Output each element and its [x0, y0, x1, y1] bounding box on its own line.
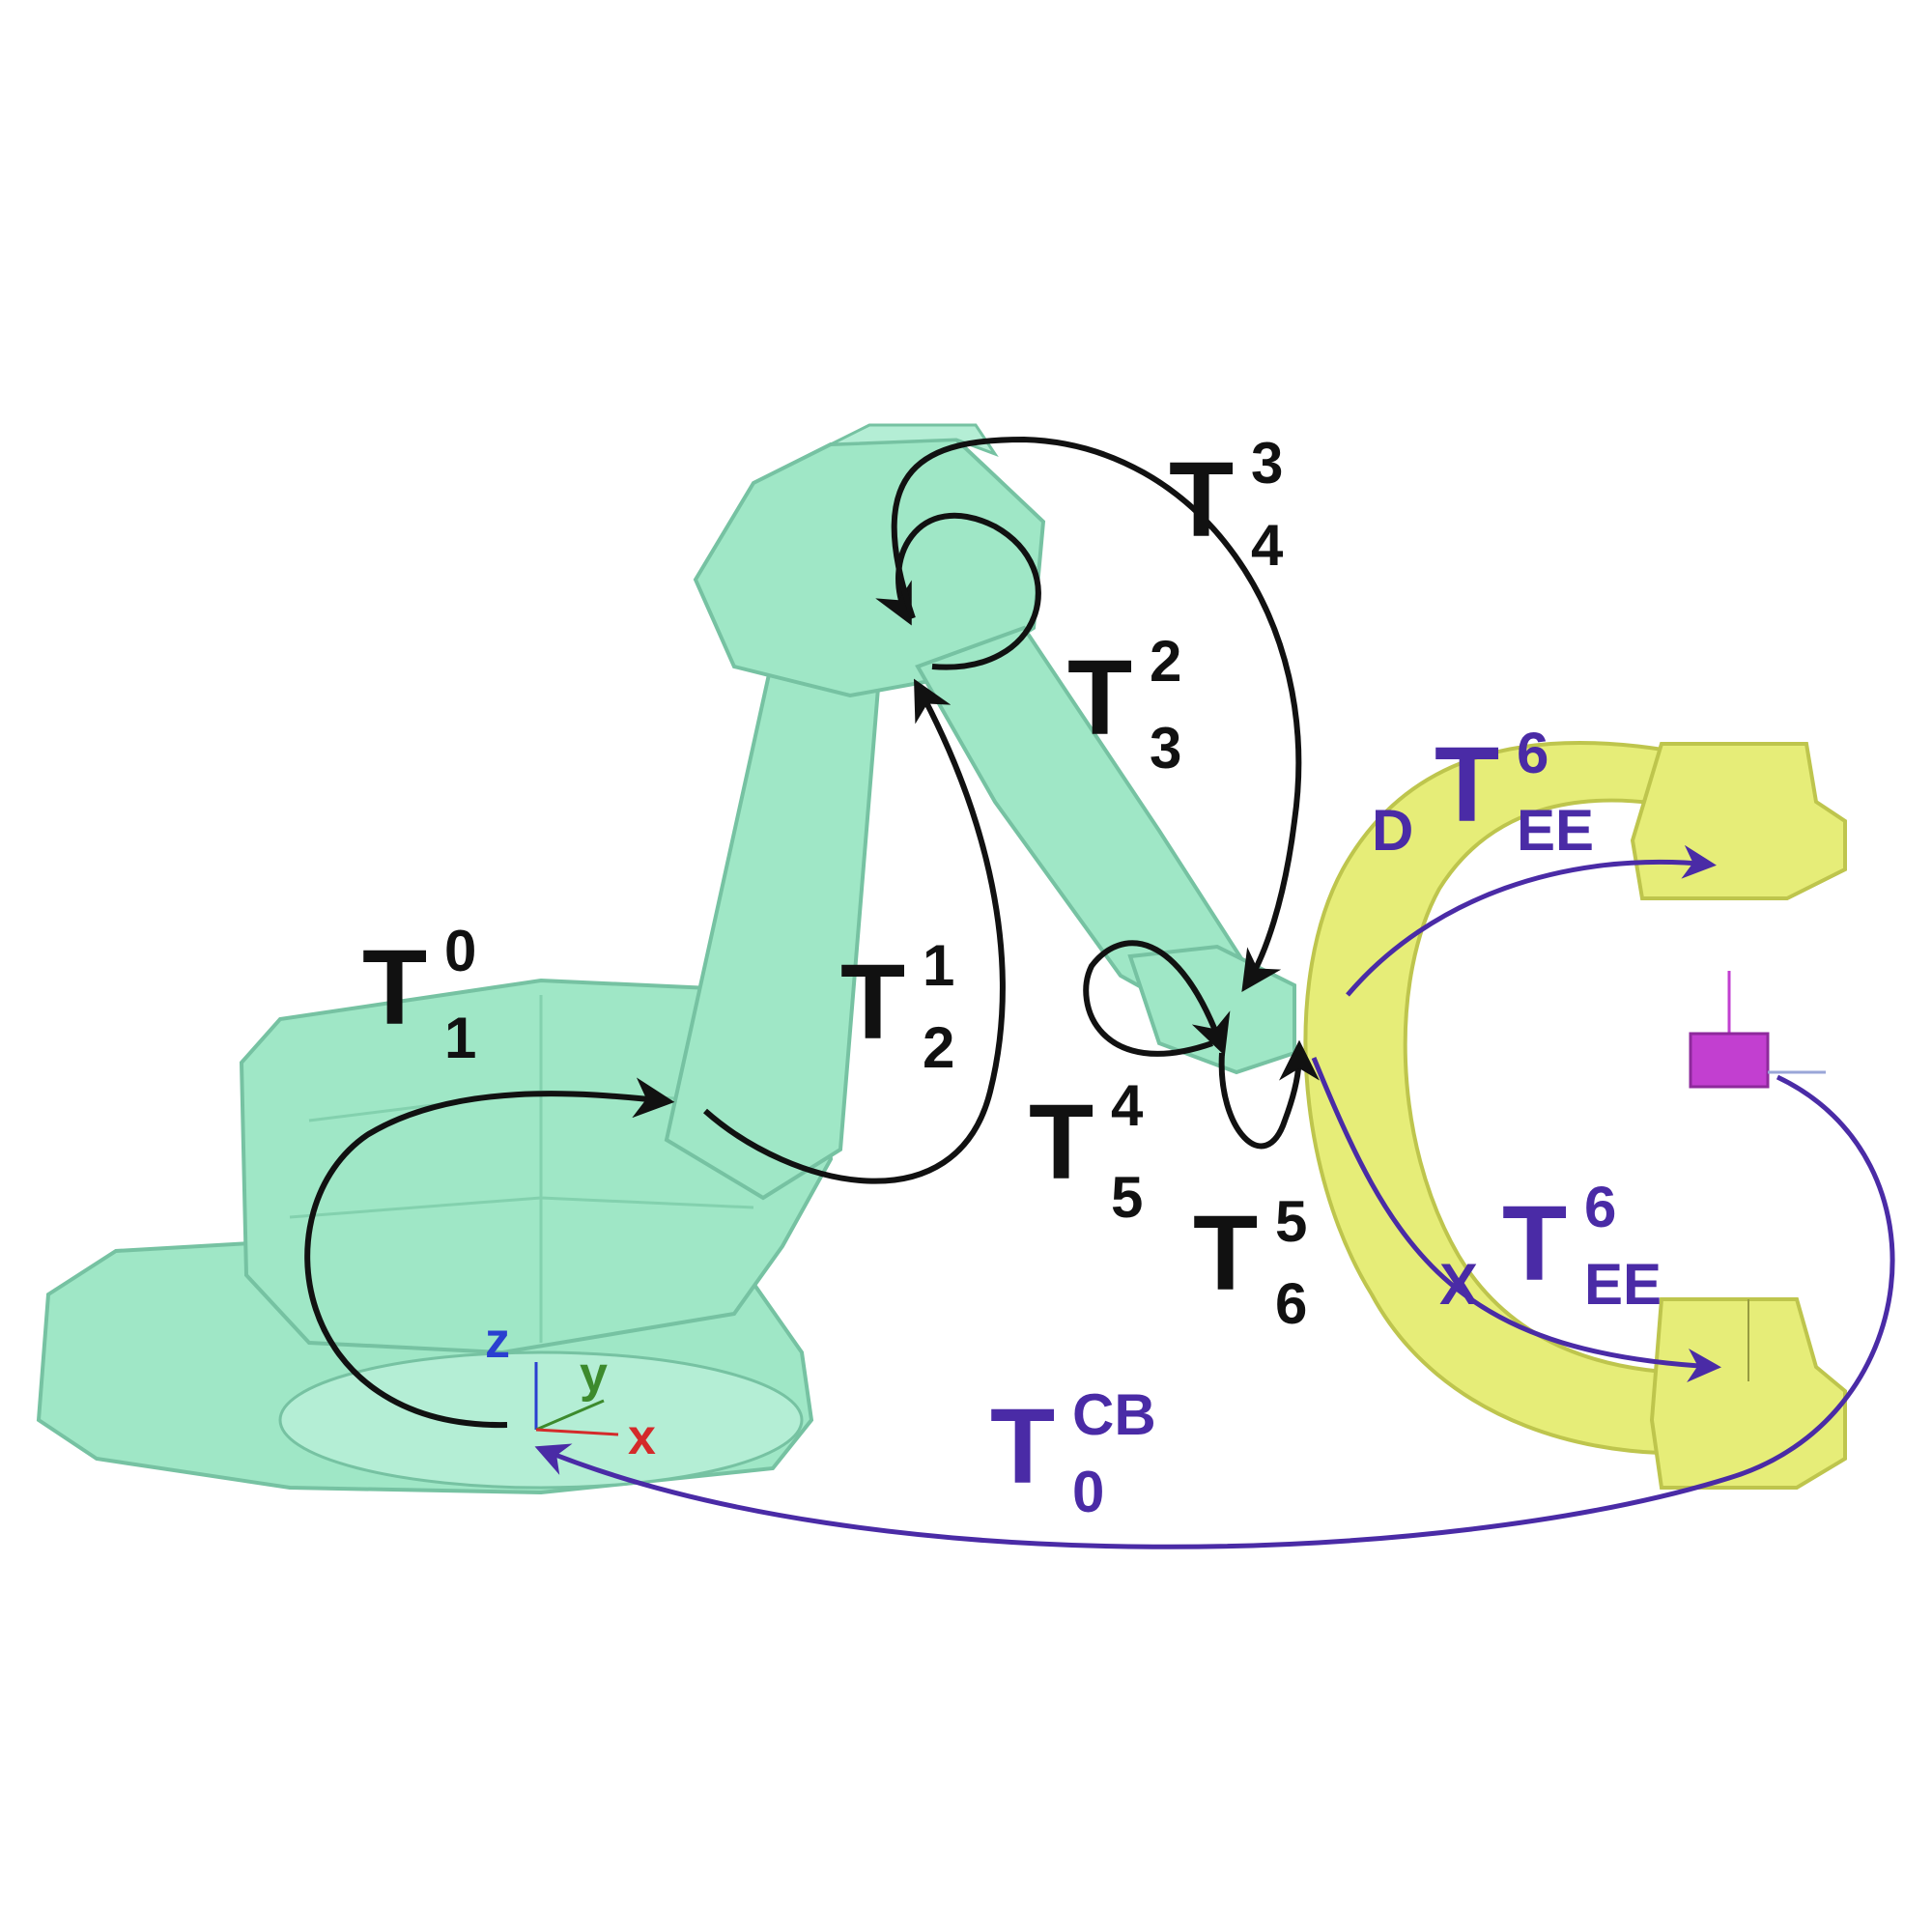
label-t56: T 5 6	[1193, 1189, 1307, 1336]
label-t6ee-detector: D T 6 EE	[1372, 721, 1594, 863]
t01-sup: 0	[444, 919, 476, 983]
base-frame-axes: z y x	[485, 1313, 656, 1465]
arrow-t45	[1083, 940, 1231, 1057]
phantom-marker	[1689, 971, 1826, 1089]
t0cb-sup: CB	[1072, 1382, 1156, 1447]
c-arm-detector	[1630, 742, 1847, 900]
t0cb-base: T	[990, 1387, 1055, 1506]
robot-arm	[36, 423, 1296, 1495]
c-arm-source	[1649, 1297, 1847, 1490]
robot-lower-arm	[664, 654, 882, 1201]
c-arm	[1303, 740, 1847, 1490]
label-t12: T 1 2	[840, 933, 954, 1080]
label-t01: T 0 1	[362, 919, 476, 1070]
arrow-t34	[891, 436, 1302, 992]
t6ee-d-sup: 6	[1517, 721, 1548, 785]
t01-sub: 1	[444, 1006, 476, 1070]
axis-label-x: x	[628, 1409, 656, 1465]
t56-base: T	[1193, 1194, 1258, 1313]
t56-sup: 5	[1275, 1189, 1307, 1254]
t45-sub: 5	[1111, 1165, 1143, 1230]
t6ee-x-sub: EE	[1584, 1252, 1662, 1317]
arrow-t01	[304, 1077, 675, 1429]
axis-label-y: y	[580, 1347, 608, 1403]
calibration-arrows	[534, 844, 1895, 1549]
kinematic-chain-arrows	[304, 436, 1320, 1429]
t34-base: T	[1169, 440, 1234, 559]
t23-sub: 3	[1150, 716, 1181, 781]
robot-base-ring	[278, 1350, 804, 1490]
t6ee-x-base: T	[1502, 1184, 1567, 1303]
arrow-t12	[703, 678, 1006, 1184]
arrow-t56	[1218, 1039, 1320, 1150]
label-t34: T 3 4	[1169, 431, 1284, 578]
t12-base: T	[840, 943, 905, 1062]
t6ee-d-base: T	[1435, 725, 1499, 844]
t6ee-d-pre: D	[1372, 798, 1413, 863]
t23-sup: 2	[1150, 629, 1181, 694]
label-t23: T 2 3	[1067, 629, 1181, 781]
t45-sup: 4	[1111, 1073, 1144, 1138]
t0cb-sub: 0	[1072, 1460, 1104, 1524]
t01-base: T	[362, 928, 427, 1047]
t6ee-x-sup: 6	[1584, 1175, 1616, 1239]
t23-base: T	[1067, 639, 1132, 757]
t56-sub: 6	[1275, 1271, 1307, 1336]
t12-sup: 1	[923, 933, 954, 998]
axis-label-z: z	[485, 1313, 510, 1369]
label-t45: T 4 5	[1029, 1073, 1144, 1230]
arrow-t6ee-detector	[1346, 844, 1717, 997]
label-t0cb: T CB 0	[990, 1382, 1156, 1524]
t6ee-x-pre: X	[1439, 1252, 1478, 1317]
t45-base: T	[1029, 1083, 1094, 1202]
t6ee-d-sub: EE	[1517, 798, 1594, 863]
t12-sub: 2	[923, 1015, 954, 1080]
label-t6ee-source: X T 6 EE	[1439, 1175, 1662, 1317]
arrow-t23	[875, 512, 1041, 670]
t34-sub: 4	[1251, 513, 1284, 578]
arrow-t6ee-source	[1311, 1057, 1721, 1382]
arrow-t0cb	[534, 1074, 1895, 1549]
t34-sup: 3	[1251, 431, 1283, 496]
